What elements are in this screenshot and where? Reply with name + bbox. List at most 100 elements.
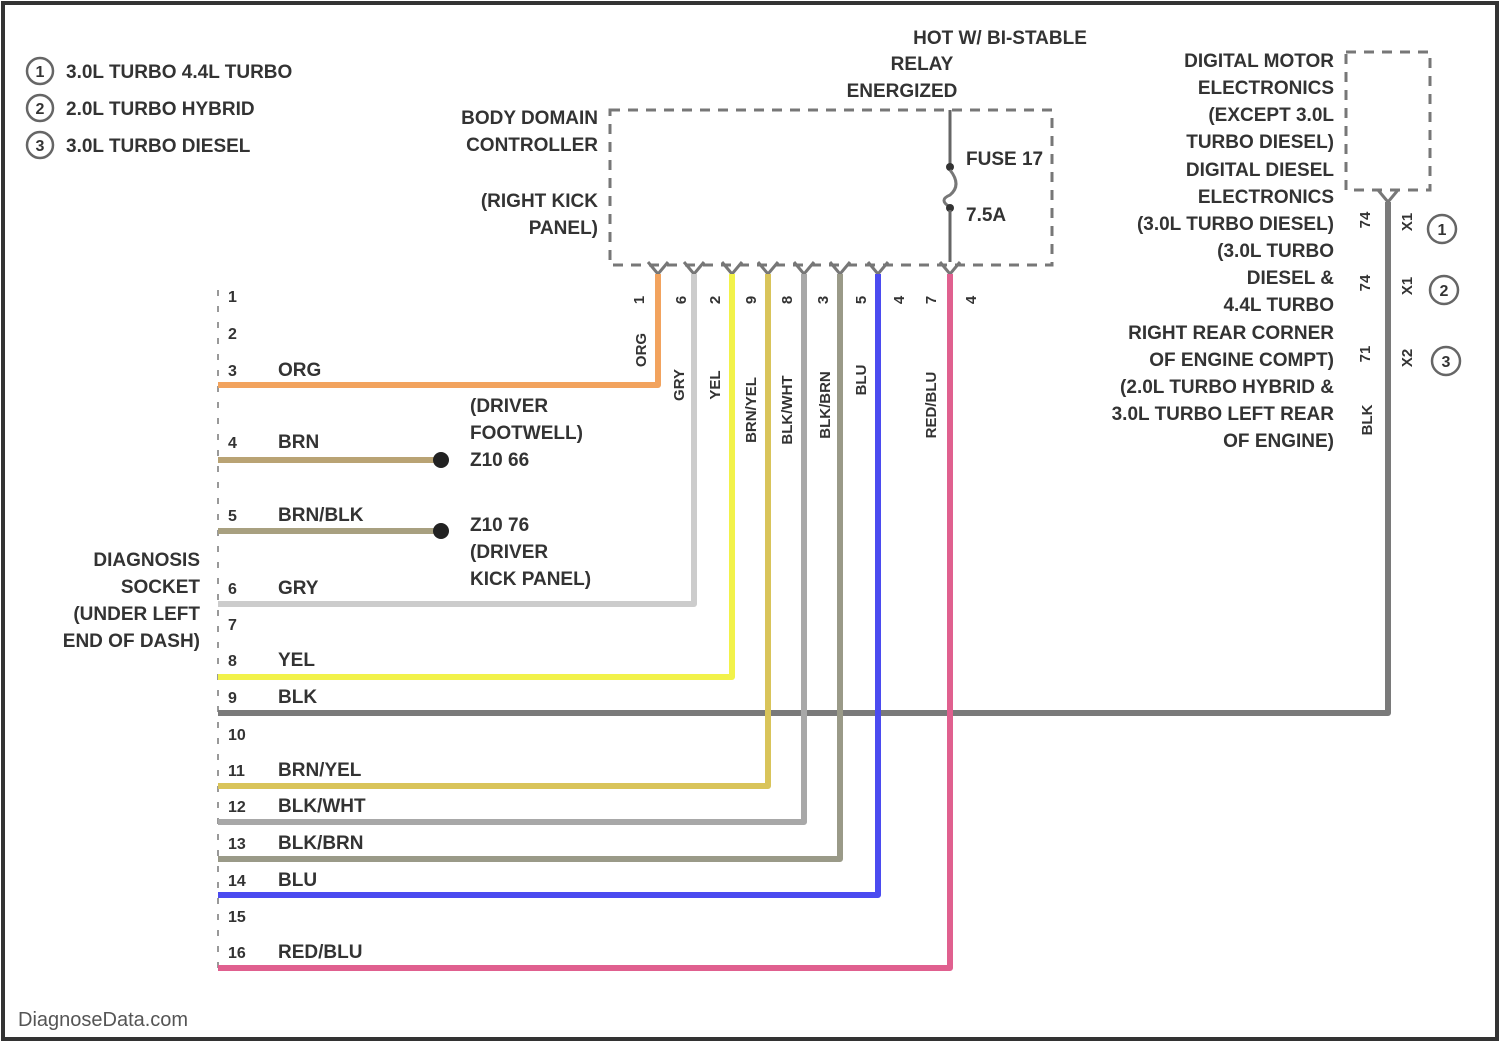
dme-connector: X2: [1399, 349, 1416, 367]
bdc-pin-number: 6: [673, 296, 690, 304]
relay-label: HOT W/ BI-STABLE RELAY ENERGIZED: [847, 28, 1087, 102]
bdc-label-line: CONTROLLER: [466, 135, 598, 156]
dme-pin-terminal: [1378, 190, 1398, 202]
bdc-pin-terminal: [722, 262, 742, 274]
dme-label-line: ELECTRONICS: [1198, 187, 1334, 208]
legend-item-3: 3 3.0L TURBO DIESEL: [27, 132, 251, 158]
wire-color-label: RED/BLU: [923, 372, 940, 439]
variant-marker-num: 2: [1440, 283, 1449, 300]
socket-pin-1: 1: [228, 289, 237, 306]
bdc-pin-number: 5: [853, 296, 870, 304]
legend-item-2: 2 2.0L TURBO HYBRID: [27, 95, 255, 121]
socket-pin-3: 3 ORG: [228, 360, 321, 381]
bdc-pin-terminal: [758, 262, 778, 274]
ground-point: [433, 523, 449, 539]
dme-label-line: (3.0L TURBO: [1217, 241, 1334, 262]
dme-housing: [1346, 52, 1430, 190]
socket-pin-12: 12 BLK/WHT: [228, 796, 366, 817]
socket-pin-number: 2: [228, 326, 237, 343]
ground-location-line: (DRIVER: [470, 542, 548, 563]
socket-pin-number: 16: [228, 945, 246, 962]
wire-color-label: BLK/WHT: [278, 796, 366, 817]
dme-label-line: DIESEL &: [1247, 268, 1335, 289]
dme-label-line: 3.0L TURBO LEFT REAR: [1112, 404, 1335, 425]
socket-pin-number: 8: [228, 653, 237, 670]
socket-label-line: (UNDER LEFT: [73, 604, 200, 625]
bdc-label-line: BODY DOMAIN: [461, 108, 598, 129]
wire-color-label: ORG: [633, 333, 650, 367]
digital-motor-electronics: DIGITAL MOTOR ELECTRONICS (EXCEPT 3.0L T…: [1112, 51, 1460, 452]
socket-pin-number: 10: [228, 727, 246, 744]
socket-pin-9: 9 BLK: [228, 687, 317, 708]
ground-z10-66: (DRIVER FOOTWELL) Z10 66: [433, 396, 583, 471]
socket-pin-number: 3: [228, 363, 237, 380]
dme-label-line: DIGITAL MOTOR: [1184, 51, 1334, 72]
relay-label-line: ENERGIZED: [847, 81, 958, 102]
socket-pin-number: 15: [228, 909, 246, 926]
socket-pin-4: 4 BRN: [228, 432, 319, 453]
ground-id: Z10 76: [470, 515, 529, 536]
wire-color-label: GRY: [278, 578, 319, 599]
wire-color-label: BRN/YEL: [278, 760, 362, 781]
dme-pin-variant-1: 74 X1 1: [1357, 211, 1456, 243]
bdc-pin-number: 1: [631, 296, 648, 304]
dme-label-line: DIGITAL DIESEL: [1186, 160, 1335, 181]
dme-label-line: (2.0L TURBO HYBRID &: [1120, 377, 1334, 398]
socket-pin-7: 7: [228, 617, 237, 634]
bdc-pin-number: 8: [779, 296, 796, 304]
bdc-pin-number: 7: [923, 296, 940, 304]
socket-pin-number: 14: [228, 873, 246, 890]
socket-pin-number: 11: [228, 763, 245, 780]
dme-label-line: (3.0L TURBO DIESEL): [1137, 214, 1334, 235]
ground-point: [433, 452, 449, 468]
bdc-pin-number: 3: [815, 296, 832, 304]
body-domain-controller: BODY DOMAIN CONTROLLER (RIGHT KICK PANEL…: [461, 108, 1052, 445]
dme-pin-variant-3: 71 X2 3: [1357, 346, 1460, 375]
variant-marker-num: 1: [1438, 222, 1447, 239]
bdc-label-line: PANEL): [529, 218, 598, 239]
ground-location-line: KICK PANEL): [470, 569, 591, 590]
socket-pin-14: 14 BLU: [228, 870, 317, 891]
socket-pin-number: 13: [228, 836, 246, 853]
socket-pin-number: 6: [228, 581, 237, 598]
wire-color-label: BLK: [1359, 404, 1376, 435]
ground-z10-76: Z10 76 (DRIVER KICK PANEL): [433, 515, 591, 590]
socket-pin-8: 8 YEL: [228, 650, 315, 671]
relay-label-line: HOT W/ BI-STABLE: [913, 28, 1087, 49]
wire-color-label: BLU: [278, 870, 317, 891]
wire-color-label: YEL: [278, 650, 315, 671]
wire-color-label: BRN/BLK: [278, 505, 364, 526]
legend: 1 3.0L TURBO 4.4L TURBO 2 2.0L TURBO HYB…: [27, 58, 292, 158]
legend-label: 2.0L TURBO HYBRID: [66, 99, 255, 120]
relay-label-line: RELAY: [891, 54, 954, 75]
bdc-pin-terminal: [940, 262, 960, 274]
socket-label-line: SOCKET: [121, 577, 201, 598]
wire-color-label: BLK: [278, 687, 317, 708]
wires: [218, 202, 1388, 968]
dme-label-line: 4.4L TURBO: [1223, 295, 1334, 316]
dme-label-line: OF ENGINE COMPT): [1149, 350, 1334, 371]
fuse-terminal: [946, 163, 954, 171]
wire-color-label: BLK/WHT: [779, 375, 796, 444]
bdc-pin-number: 4: [963, 295, 980, 304]
wire-color-label: RED/BLU: [278, 942, 362, 963]
socket-pin-16: 16 RED/BLU: [228, 942, 362, 963]
dme-connector: X1: [1399, 213, 1416, 231]
socket-pin-number: 5: [228, 508, 237, 525]
dme-pin-number: 74: [1357, 274, 1374, 291]
ground-location-line: (DRIVER: [470, 396, 548, 417]
dme-label-line: OF ENGINE): [1223, 431, 1334, 452]
dme-label-line: ELECTRONICS: [1198, 78, 1334, 99]
variant-marker-num: 3: [1442, 354, 1451, 371]
bdc-pin-terminal: [868, 262, 888, 274]
bdc-pin-number: 9: [743, 296, 760, 304]
socket-pin-number: 1: [228, 289, 237, 306]
legend-marker-num: 1: [36, 64, 45, 81]
dme-label-line: RIGHT REAR CORNER: [1128, 323, 1334, 344]
watermark: DiagnoseData.com: [18, 1009, 188, 1031]
wire-color-label: YEL: [707, 370, 724, 399]
socket-pin-number: 12: [228, 799, 246, 816]
dme-pin-variant-2: 74 X1 2: [1357, 274, 1458, 304]
fuse-name: FUSE 17: [966, 149, 1043, 170]
socket-label-line: END OF DASH): [63, 631, 200, 652]
